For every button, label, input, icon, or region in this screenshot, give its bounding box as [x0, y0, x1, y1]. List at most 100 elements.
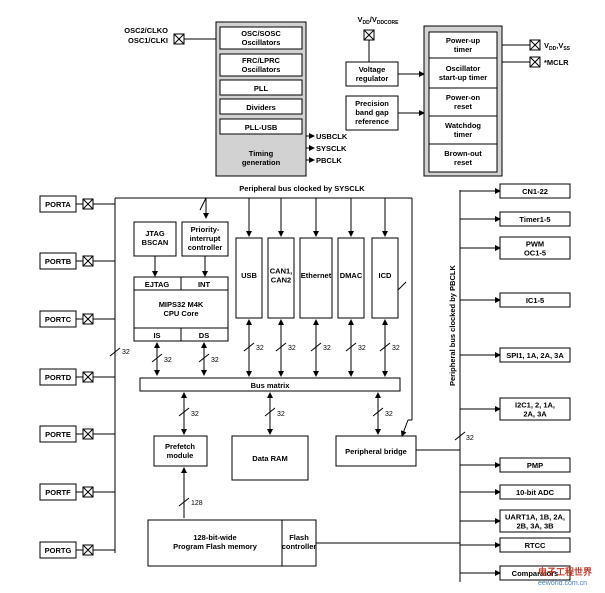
flash-label: 128-bit-wide: [193, 533, 236, 542]
timing-label2: generation: [242, 158, 281, 167]
peripheral-label: PWM: [526, 240, 544, 249]
dividers-label: Dividers: [246, 103, 276, 112]
frc-lprc-block: [219, 53, 303, 77]
peripheral-block: [499, 565, 571, 581]
master-width: 32: [358, 345, 366, 352]
cpu-label: MIPS32 M4K: [159, 300, 204, 309]
watermark-url: eeworld.com.cn: [538, 580, 587, 587]
vdd-core-label: VDD/VDDCORE: [357, 15, 399, 26]
master-width: 32: [288, 345, 296, 352]
osc1-label: OSC1/CLKI: [128, 36, 168, 45]
peripheral-label: UART1A, 1B, 2A,: [505, 513, 565, 522]
bus-matrix: [139, 377, 401, 392]
is-label: IS: [153, 331, 160, 340]
frc-lprc-label2: Oscillators: [242, 65, 281, 74]
ds-width: 32: [211, 357, 219, 364]
osc-sosc-label: OSC/SOSC: [241, 29, 281, 38]
flash-label2: Program Flash memory: [173, 542, 258, 551]
vdd-pin: [363, 29, 375, 62]
mclr-label: *MCLR: [544, 58, 569, 67]
peripheral-block: [499, 236, 571, 260]
prefetch-block: [153, 435, 208, 467]
pbclk-label: PBCLK: [316, 156, 342, 165]
peripheral-block: [499, 211, 571, 227]
bandgap-label: Precision: [355, 99, 389, 108]
master-label: CAN2: [271, 276, 291, 285]
port-label: PORTA: [45, 200, 71, 209]
power-up-label: Power-up: [446, 36, 481, 45]
master-block: [267, 237, 295, 319]
peripheral-block: [499, 509, 571, 533]
int-label: INT: [198, 280, 211, 289]
peripheral-label: OC1-5: [524, 249, 546, 258]
por-label2: reset: [454, 102, 472, 111]
peripheral-label: 10-bit ADC: [516, 488, 555, 497]
port-label: PORTB: [45, 257, 72, 266]
peripheral-block: [499, 537, 571, 553]
master-label: Ethernet: [301, 271, 332, 280]
pb-width: 32: [466, 435, 474, 442]
master-block: [337, 237, 365, 319]
controller-label: controller: [188, 243, 223, 252]
peripheral-bridge-block: [335, 435, 417, 467]
jtag-label: JTAG: [145, 229, 165, 238]
osc-pin: [173, 33, 216, 45]
watchdog-block: [428, 115, 498, 145]
master-label: ICD: [379, 271, 393, 280]
frc-lprc-label: FRC/LPRC: [242, 56, 280, 65]
peripheral-block: [499, 484, 571, 500]
bscan-label: BSCAN: [142, 238, 169, 247]
interrupt-label: interrupt: [190, 234, 221, 243]
peripheral-label: I2C1, 2, 1A,: [515, 401, 555, 410]
port-bus-width: 32: [122, 349, 130, 356]
port-label: PORTC: [45, 315, 72, 324]
bor-label2: reset: [454, 158, 472, 167]
osc2-label: OSC2/CLKO: [124, 26, 168, 35]
power-up-timer-block: [428, 31, 498, 59]
port-label: PORTF: [45, 488, 71, 497]
master-label: DMAC: [340, 271, 363, 280]
osc-sosc-label2: Oscillators: [242, 38, 281, 47]
bandgap-block: [345, 95, 399, 131]
pll-usb-label: PLL-USB: [245, 123, 278, 132]
bor-block: [428, 143, 498, 173]
ost-label2: start-up timer: [439, 73, 487, 82]
cpu-label2: CPU Core: [163, 309, 198, 318]
peripheral-label: 2B, 3A, 3B: [516, 522, 554, 531]
master-width: 32: [256, 345, 264, 352]
peripheral-block: [499, 347, 571, 363]
priority-label: Priority-: [191, 225, 220, 234]
master-block: [299, 237, 333, 319]
peripheral-label: 2A, 3A: [523, 410, 547, 419]
peripheral-label: Timer1-5: [519, 215, 550, 224]
port-label: PORTD: [45, 373, 72, 382]
bandgap-label2: band gap: [355, 108, 389, 117]
power-up-label2: timer: [454, 45, 472, 54]
peripheral-block: [499, 183, 571, 199]
wdt-label2: timer: [454, 130, 472, 139]
ds-block: [180, 327, 229, 342]
ds-label: DS: [199, 331, 209, 340]
interrupt-controller-block: [181, 221, 229, 257]
vdd-vss-label: VDD,VSS: [544, 41, 571, 52]
usbclk-label: USBCLK: [316, 132, 348, 141]
watermark-cn: 电子工程世界: [538, 566, 592, 577]
pll-label: PLL: [254, 84, 269, 93]
ram-width: 32: [277, 411, 285, 418]
data-ram-block: [231, 435, 309, 481]
voltage-regulator-block: [345, 61, 399, 87]
peripheral-label: RTCC: [525, 541, 546, 550]
pbclk-bus-label: Peripheral bus clocked by PBCLK: [448, 265, 457, 386]
sysclk-label: SYSCLK: [316, 144, 347, 153]
peripheral-label: SPI1, 1A, 2A, 3A: [506, 351, 564, 360]
ost-label: Oscillator: [446, 64, 481, 73]
pll-usb-block: [219, 118, 303, 135]
vdd-vss-pin: [502, 39, 541, 51]
master-width: 32: [323, 345, 331, 352]
master-label: CAN1,: [270, 267, 293, 276]
flash-ctrl-label2: controller: [282, 542, 317, 551]
int-block: [180, 276, 229, 291]
